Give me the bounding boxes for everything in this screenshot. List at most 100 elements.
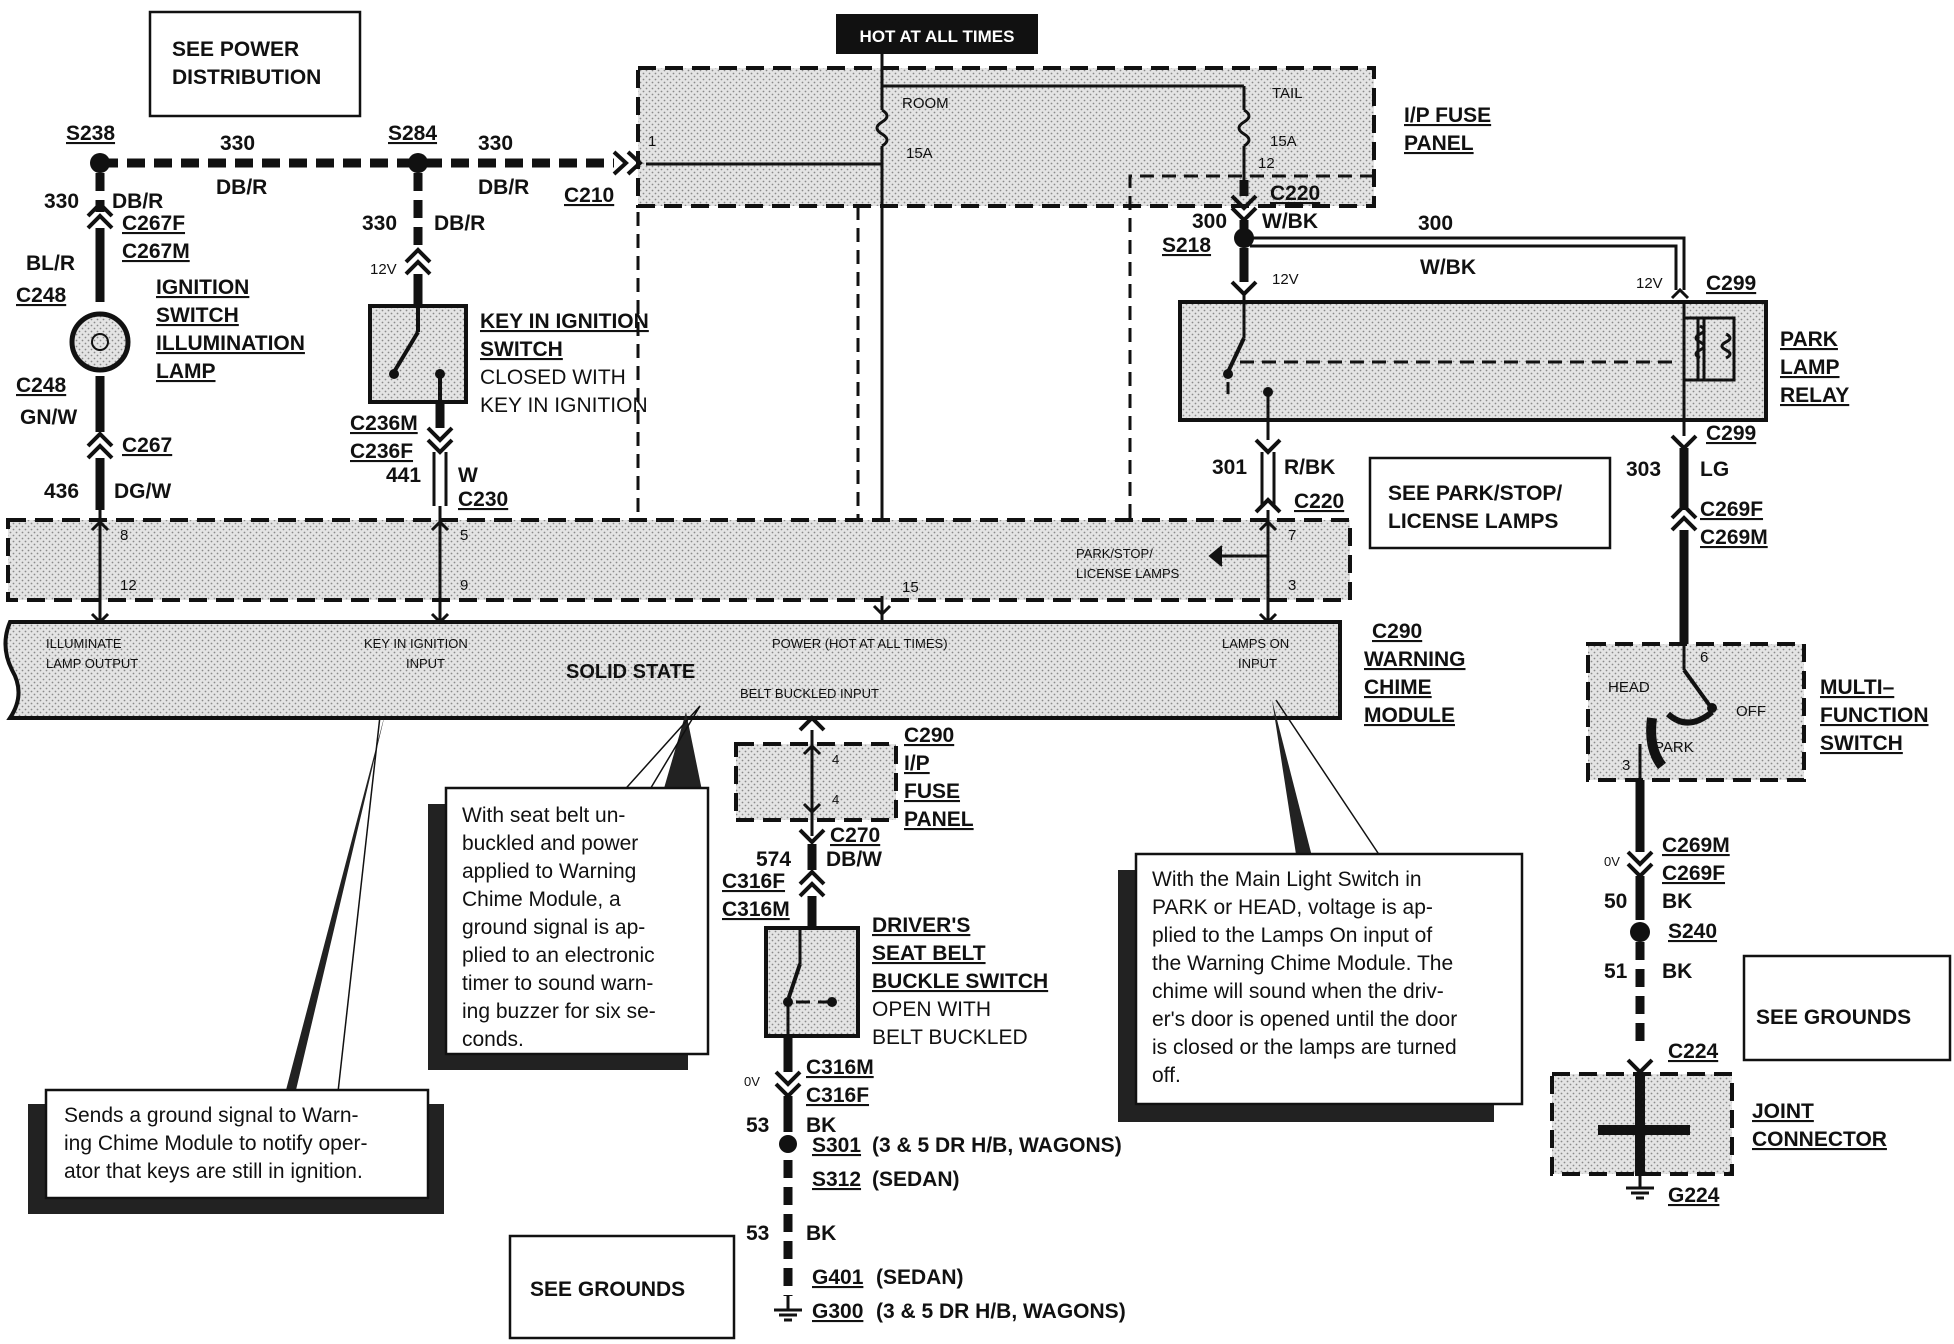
diagram-label: conds. — [462, 1028, 524, 1051]
diagram-label: LAMP — [156, 360, 216, 383]
diagram-label: C316F — [806, 1084, 869, 1107]
diagram-label: SWITCH — [480, 338, 563, 361]
diagram-label: ground signal is ap- — [462, 916, 645, 939]
splice-s218 — [1234, 228, 1254, 248]
diagram-label: 53 — [746, 1114, 769, 1137]
diagram-label: C270 — [830, 824, 880, 847]
diagram-label: DB/W — [826, 848, 882, 871]
diagram-label: is closed or the lamps are turned — [1152, 1036, 1457, 1059]
diagram-label: C290 — [1372, 620, 1422, 643]
ground-g300-icon — [774, 1296, 802, 1322]
diagram-label: R/BK — [1284, 456, 1335, 479]
see-power-distribution-box: SEE POWER DISTRIBUTION — [148, 10, 362, 118]
diagram-label: C220 — [1270, 182, 1320, 205]
diagram-label: LAMP OUTPUT — [46, 656, 138, 671]
diagram-label: C248 — [16, 374, 67, 397]
diagram-label: 51 — [1604, 960, 1628, 983]
diagram-label: SOLID STATE — [566, 661, 695, 683]
diagram-label: C210 — [564, 184, 614, 207]
diagram-label: 0V — [744, 1074, 760, 1089]
diagram-label: W/BK — [1420, 256, 1476, 279]
diagram-label: S240 — [1668, 920, 1717, 943]
diagram-label: 300 — [1192, 210, 1227, 233]
diagram-label: 1 — [648, 133, 656, 150]
diagram-label: DRIVER'S — [872, 914, 970, 937]
diagram-label: LAMP — [1780, 356, 1840, 379]
diagram-label: 9 — [460, 577, 468, 594]
diagram-label: 15 — [902, 579, 919, 596]
diagram-label: S284 — [388, 122, 437, 145]
splice-s238 — [90, 153, 110, 173]
hot-at-all-times-label: HOT AT ALL TIMES — [836, 14, 1038, 54]
diagram-label: ator that keys are still in ignition. — [64, 1160, 363, 1183]
diagram-label: C316F — [722, 870, 785, 893]
diagram-label: applied to Warning — [462, 860, 636, 883]
see-grounds-box-right: SEE GROUNDS — [1742, 954, 1952, 1062]
diagram-label: W — [458, 464, 478, 487]
lamp-bulb-icon — [69, 311, 131, 373]
diagram-label: 12V — [1272, 271, 1299, 288]
seat-belt-buckle-switch-icon — [764, 926, 860, 1038]
diagram-label: DG/W — [114, 480, 171, 503]
diagram-label: SEE POWER — [172, 38, 299, 61]
see-park-stop-license-box: SEE PARK/STOP/ LICENSE LAMPS — [1368, 456, 1612, 550]
diagram-label: C267F — [122, 212, 185, 235]
diagram-label: (SEDAN) — [876, 1266, 964, 1289]
diagram-label: 12V — [1636, 275, 1663, 292]
diagram-label: er's door is opened until the door — [1152, 1008, 1457, 1031]
diagram-label: C299 — [1706, 272, 1756, 295]
diagram-label: PANEL — [904, 808, 974, 831]
diagram-label: ing Chime Module to notify oper- — [64, 1132, 368, 1155]
diagram-label: Chime Module, a — [462, 888, 621, 911]
splice-s301 — [779, 1135, 797, 1153]
diagram-label: PANEL — [1404, 132, 1474, 155]
diagram-label: DB/R — [112, 190, 163, 213]
key-in-ignition-switch-icon — [368, 304, 468, 404]
diagram-label: CHIME — [1364, 676, 1432, 699]
diagram-label: Sends a ground signal to Warn- — [64, 1104, 359, 1127]
diagram-label: 12 — [120, 577, 137, 594]
diagram-label: off. — [1152, 1064, 1181, 1087]
diagram-label: SEE GROUNDS — [1756, 1006, 1911, 1029]
diagram-label: DISTRIBUTION — [172, 66, 321, 89]
diagram-label: 441 — [386, 464, 421, 487]
diagram-label: DB/R — [434, 212, 485, 235]
diagram-label: LICENSE LAMPS — [1388, 510, 1558, 533]
diagram-label: BK — [806, 1222, 836, 1245]
diagram-label: BL/R — [26, 252, 75, 275]
diagram-label: KEY IN IGNITION — [364, 636, 468, 651]
diagram-label: FUNCTION — [1820, 704, 1929, 727]
diagram-label: RELAY — [1780, 384, 1849, 407]
diagram-label: HOT AT ALL TIMES — [860, 27, 1015, 46]
diagram-label: C224 — [1668, 1040, 1719, 1063]
diagram-label: S312 — [812, 1168, 861, 1191]
diagram-label: C267 — [122, 434, 172, 457]
diagram-label: KEY IN IGNITION — [480, 394, 648, 417]
diagram-label: 436 — [44, 480, 79, 503]
diagram-label: LG — [1700, 458, 1729, 481]
diagram-label: 4 — [832, 752, 839, 767]
diagram-label: G224 — [1668, 1184, 1720, 1207]
diagram-label: C290 — [904, 724, 954, 747]
diagram-label: 53 — [746, 1222, 769, 1245]
diagram-label: BK — [1662, 960, 1692, 983]
note-key-callout: Sends a ground signal to Warn- ing Chime… — [28, 710, 444, 1214]
diagram-label: OPEN WITH — [872, 998, 991, 1021]
diagram-label: ILLUMINATE — [46, 636, 122, 651]
diagram-label: C269F — [1700, 498, 1763, 521]
diagram-label: S301 — [812, 1134, 861, 1157]
diagram-label: PARK — [1654, 739, 1694, 756]
tail-fuse-icon — [1237, 108, 1251, 180]
diagram-label: CLOSED WITH — [480, 366, 626, 389]
diagram-label: KEY IN IGNITION — [480, 310, 649, 333]
diagram-label: 330 — [220, 132, 255, 155]
diagram-label: SEE PARK/STOP/ — [1388, 482, 1562, 505]
warning-chime-module: ILLUMINATE LAMP OUTPUT KEY IN IGNITION I… — [3, 620, 1342, 720]
diagram-label: 330 — [362, 212, 397, 235]
diagram-label: PARK or HEAD, voltage is ap- — [1152, 896, 1433, 919]
diagram-label: DB/R — [478, 176, 529, 199]
diagram-label: (SEDAN) — [872, 1168, 960, 1191]
diagram-label: CONNECTOR — [1752, 1128, 1887, 1151]
diagram-label: 50 — [1604, 890, 1627, 913]
